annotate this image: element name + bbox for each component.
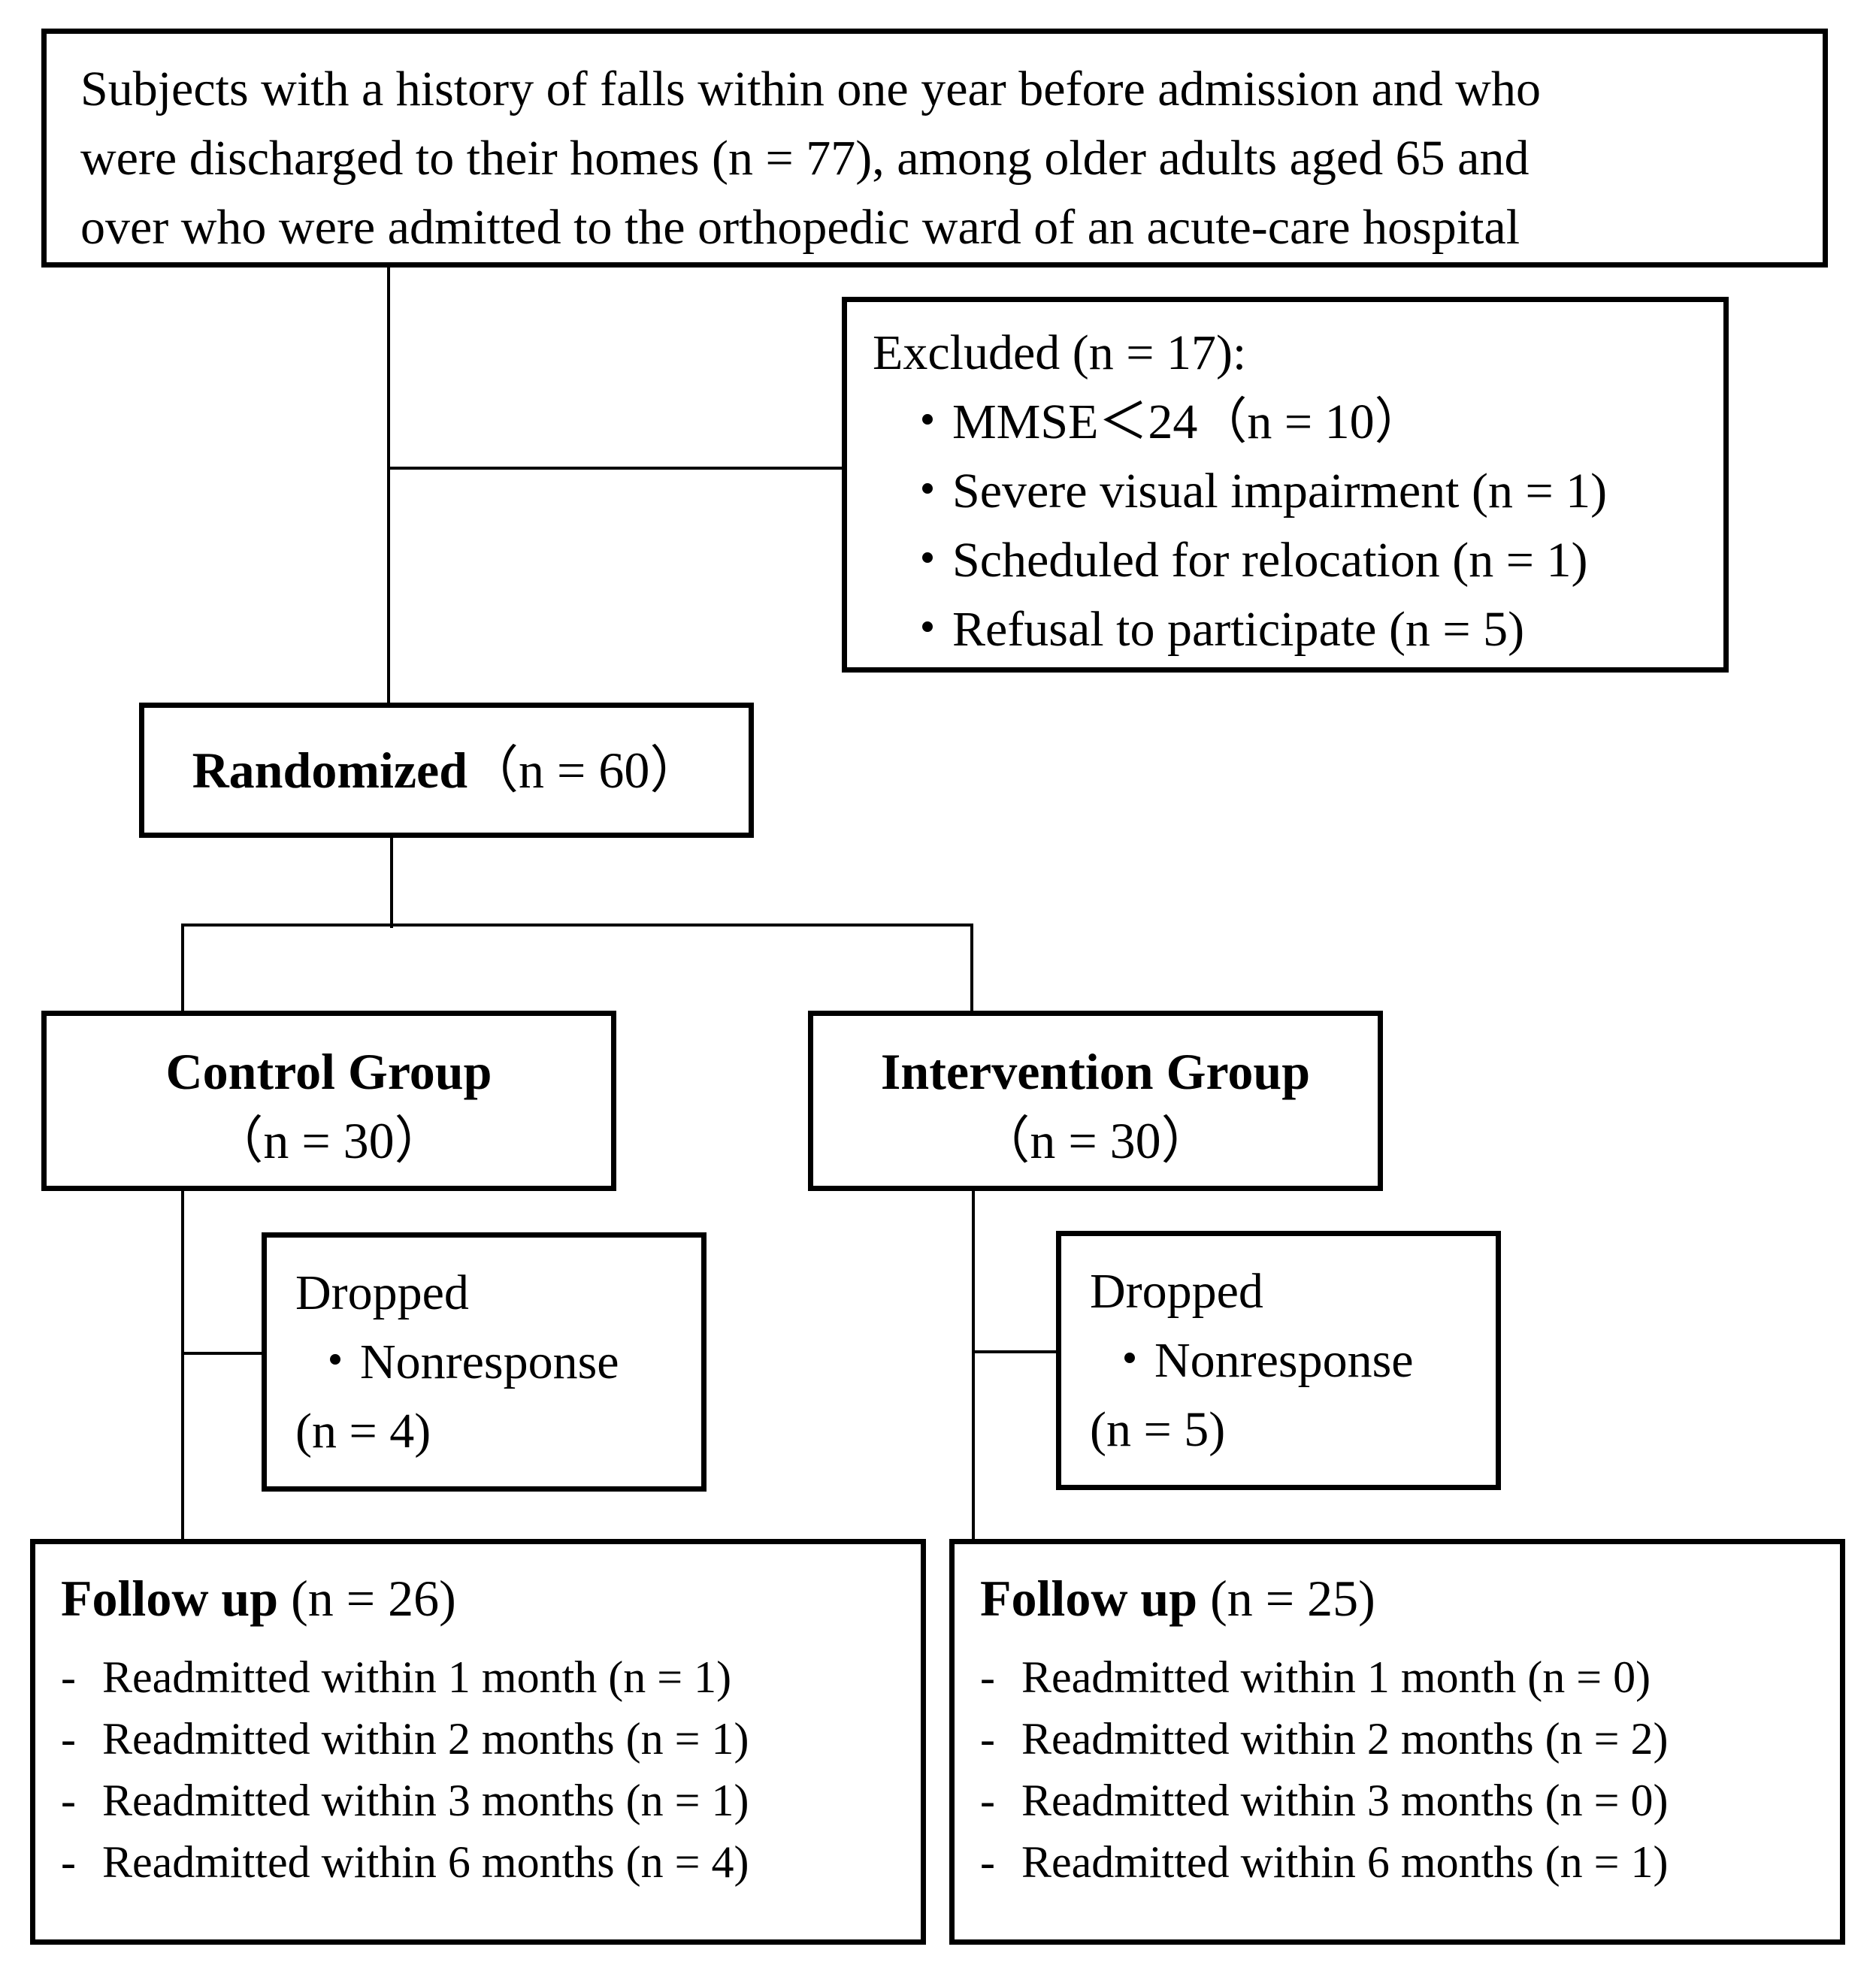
list-marker: - [980,1652,995,1702]
randomized-count: （n = 60） [467,742,701,799]
control-followup-item: Readmitted within 3 months (n = 1) [102,1776,749,1825]
list-marker: - [61,1714,76,1764]
connector-to-control [181,924,184,1011]
intervention-followup-row: -Readmitted within 6 months (n = 1) [980,1831,1840,1893]
control-followup-row: -Readmitted within 2 months (n = 1) [61,1708,921,1770]
intervention-followup-heading: Follow up (n = 25) [980,1561,1840,1636]
intervention-dropped-box: Dropped ・Nonresponse (n = 5) [1056,1231,1501,1490]
intervention-followup-row: -Readmitted within 1 month (n = 0) [980,1646,1840,1708]
list-marker: - [980,1837,995,1887]
connector-to-dropped-control [181,1352,262,1355]
connector-enrollment-to-randomized [387,268,390,703]
control-followup-row: -Readmitted within 3 months (n = 1) [61,1770,921,1831]
control-followup-row: -Readmitted within 1 month (n = 1) [61,1646,921,1708]
control-followup-box: Follow up (n = 26) -Readmitted within 1 … [30,1539,926,1945]
control-followup-row: -Readmitted within 6 months (n = 4) [61,1831,921,1893]
intervention-followup-row: -Readmitted within 3 months (n = 0) [980,1770,1840,1831]
connector-intervention-down [972,1191,975,1539]
intervention-dropped-count: (n = 5) [1090,1402,1226,1457]
control-followup-count: (n = 26) [291,1570,456,1627]
excluded-item: ・MMSE＜24（n = 10） [903,395,1424,449]
intervention-followup-item: Readmitted within 6 months (n = 1) [1021,1837,1669,1887]
connector-to-dropped-intervention [972,1350,1056,1353]
randomized-text: Randomized（n = 60） [144,708,749,833]
excluded-item: ・Severe visual impairment (n = 1) [903,464,1608,518]
enrollment-line-2: were discharged to their homes (n = 77),… [80,131,1530,186]
control-dropped-title: Dropped [295,1265,469,1320]
list-marker: - [61,1837,76,1887]
control-followup-heading: Follow up (n = 26) [61,1561,921,1636]
intervention-followup-count: (n = 25) [1210,1570,1375,1627]
excluded-title: Excluded (n = 17): [873,325,1247,380]
connector-randomized-down [390,838,393,928]
excluded-item: ・Scheduled for relocation (n = 1) [903,533,1588,588]
intervention-followup-item: Readmitted within 1 month (n = 0) [1021,1652,1651,1702]
intervention-followup-box: Follow up (n = 25) -Readmitted within 1 … [949,1539,1845,1945]
randomized-box: Randomized（n = 60） [139,703,754,838]
excluded-item: ・Refusal to participate (n = 5) [903,602,1525,657]
enrollment-box: Subjects with a history of falls within … [41,29,1828,268]
control-group-label: Control Group [165,1043,492,1100]
control-followup-item: Readmitted within 6 months (n = 4) [102,1837,749,1887]
control-followup-label: Follow up [61,1570,279,1627]
enrollment-line-3: over who were admitted to the orthopedic… [80,200,1520,255]
connector-to-excluded [387,467,842,470]
intervention-dropped-title: Dropped [1090,1264,1263,1319]
list-marker: - [980,1714,995,1764]
intervention-followup-item: Readmitted within 3 months (n = 0) [1021,1776,1669,1825]
intervention-group-label: Intervention Group [880,1043,1311,1100]
intervention-followup-item: Readmitted within 2 months (n = 2) [1021,1714,1669,1764]
control-dropped-count: (n = 4) [295,1404,431,1459]
intervention-group-count: （n = 30） [979,1112,1212,1169]
intervention-followup-row: -Readmitted within 2 months (n = 2) [980,1708,1840,1770]
randomized-label: Randomized [192,742,468,799]
control-dropped-box: Dropped ・Nonresponse (n = 4) [262,1232,707,1492]
connector-allocation-split [181,924,973,927]
control-group-box: Control Group （n = 30） [41,1011,616,1191]
control-followup-item: Readmitted within 2 months (n = 1) [102,1714,749,1764]
connector-control-down [181,1191,184,1539]
intervention-followup-label: Follow up [980,1570,1198,1627]
enrollment-line-1: Subjects with a history of falls within … [80,62,1541,116]
list-marker: - [61,1776,76,1825]
intervention-group-box: Intervention Group （n = 30） [808,1011,1383,1191]
connector-to-intervention [970,924,973,1011]
list-marker: - [980,1776,995,1825]
control-dropped-reason: ・Nonresponse [310,1335,619,1389]
control-group-count: （n = 30） [212,1112,446,1169]
list-marker: - [61,1652,76,1702]
excluded-box: Excluded (n = 17): ・MMSE＜24（n = 10） ・Sev… [842,297,1729,673]
control-followup-item: Readmitted within 1 month (n = 1) [102,1652,732,1702]
intervention-dropped-reason: ・Nonresponse [1105,1333,1414,1388]
